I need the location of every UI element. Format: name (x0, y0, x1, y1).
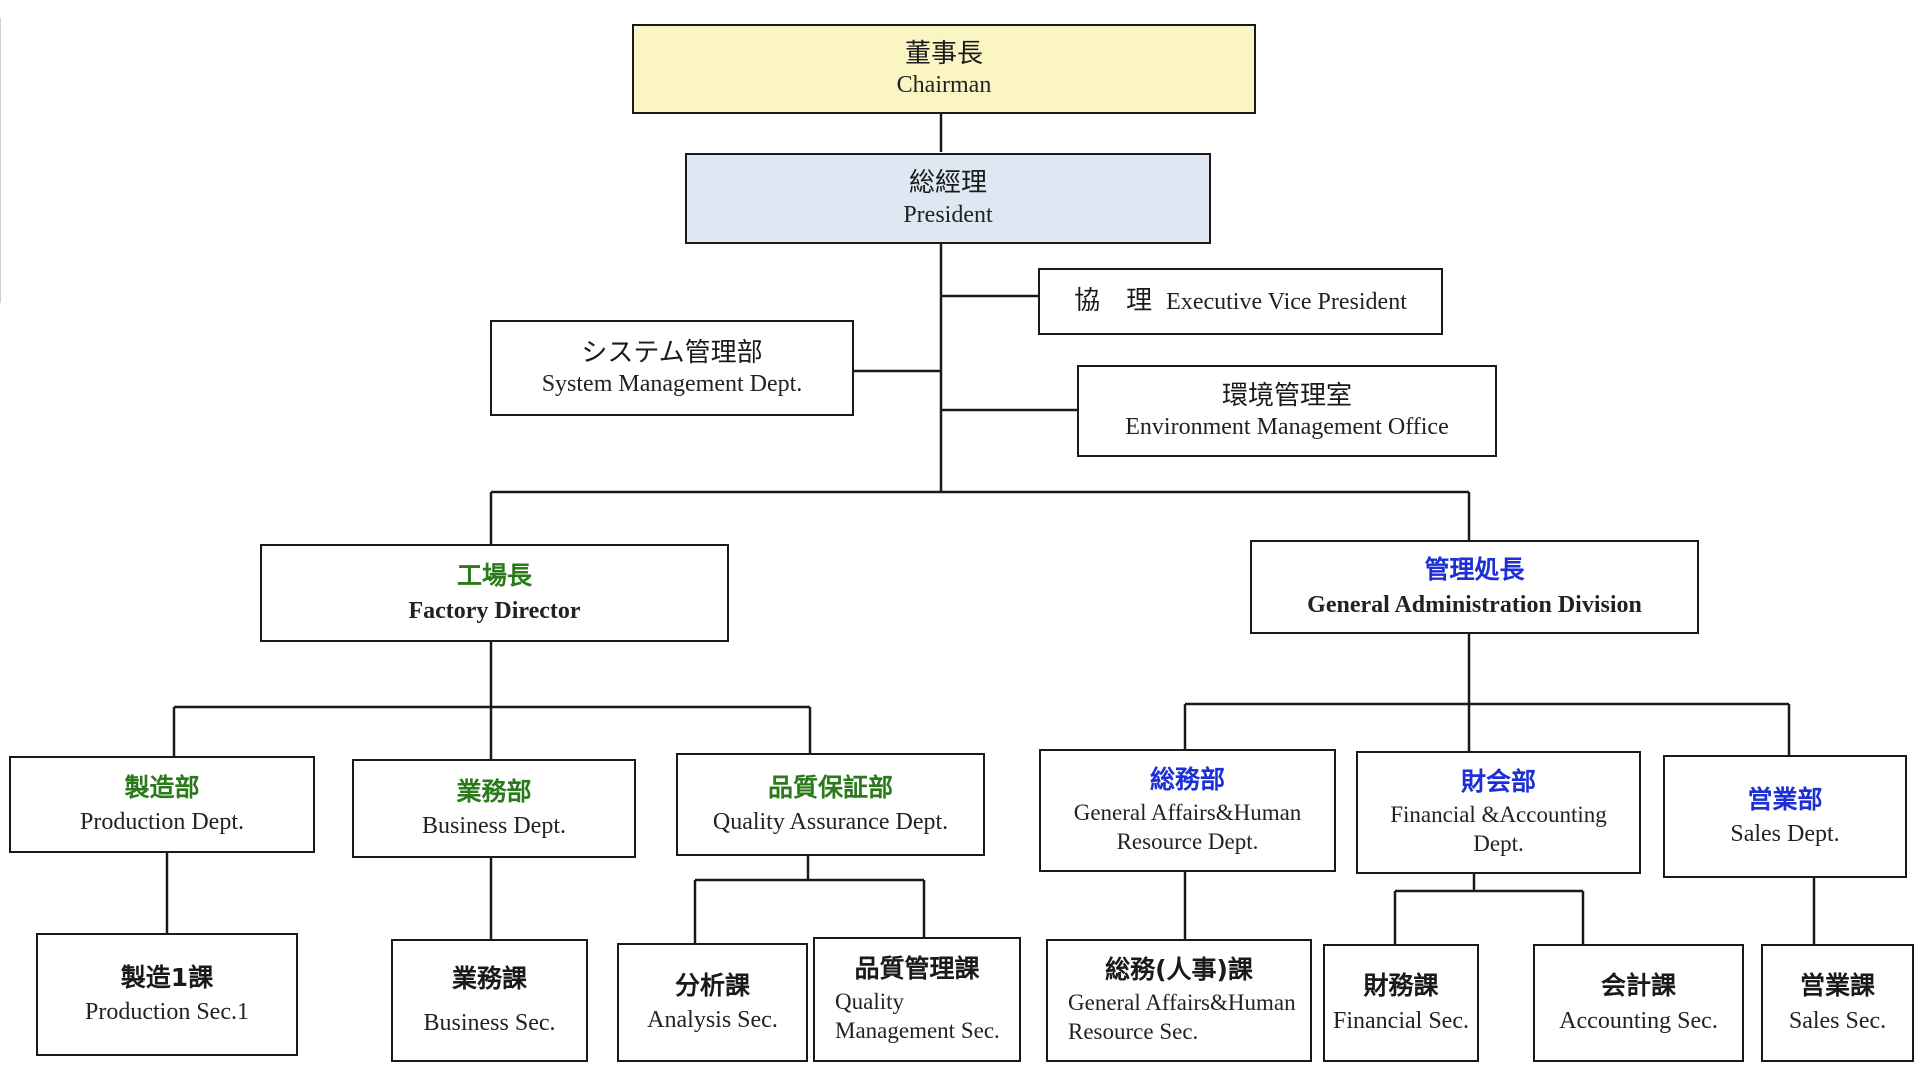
ga-dept-en1: General Affairs&Human (1073, 800, 1302, 826)
business-sec-en: Business Sec. (423, 1010, 556, 1037)
factory-director-jp: 工場長 (456, 561, 532, 591)
qa-dept-jp: 品質保証部 (767, 772, 893, 802)
ga-dept-en2: Resource Dept. (1116, 829, 1259, 855)
factory-director-en: Factory Director (408, 597, 581, 624)
ga-dept-box: 総務部 General Affairs&Human Resource Dept. (1039, 749, 1336, 872)
accounting-sec-en: Accounting Sec. (1559, 1007, 1718, 1034)
ga-sec-jp: 総務(人事)課 (1105, 955, 1253, 985)
fa-dept-en1: Financial &Accounting (1390, 802, 1607, 828)
env-office-jp: 環境管理室 (1221, 380, 1352, 411)
accounting-sec-jp: 会計課 (1600, 971, 1676, 1001)
financial-sec-en: Financial Sec. (1333, 1007, 1469, 1034)
evp-jp: 協 理 (1074, 286, 1153, 317)
sales-sec-box: 営業課 Sales Sec. (1761, 944, 1914, 1062)
production-dept-jp: 製造部 (124, 772, 200, 802)
general-admin-jp: 管理処長 (1424, 555, 1525, 585)
qa-dept-en: Quality Assurance Dept. (712, 809, 949, 836)
president-box: 総經理 President (685, 153, 1211, 244)
business-dept-en: Business Dept. (422, 813, 566, 840)
general-admin-en: General Administration Division (1307, 591, 1642, 618)
president-en: President (903, 201, 993, 228)
sales-sec-jp: 営業課 (1799, 971, 1875, 1001)
fa-dept-box: 財会部 Financial &Accounting Dept. (1356, 751, 1641, 874)
qm-sec-en1: Quality (835, 989, 904, 1015)
sales-dept-en: Sales Dept. (1730, 821, 1840, 848)
production-sec-box: 製造1課 Production Sec.1 (36, 933, 298, 1056)
ga-sec-en1: General Affairs&Human (1068, 990, 1296, 1016)
general-admin-box: 管理処長 General Administration Division (1250, 540, 1699, 634)
fa-dept-jp: 財会部 (1460, 767, 1536, 797)
env-office-box: 環境管理室 Environment Management Office (1077, 365, 1497, 457)
accounting-sec-box: 会計課 Accounting Sec. (1533, 944, 1744, 1062)
evp-box: 協 理 Executive Vice President (1038, 268, 1443, 335)
evp-en: Executive Vice President (1166, 288, 1407, 315)
analysis-sec-en: Analysis Sec. (647, 1007, 778, 1034)
financial-sec-box: 財務課 Financial Sec. (1323, 944, 1479, 1062)
chairman-en: Chairman (896, 72, 992, 99)
ga-sec-box: 総務(人事)課 General Affairs&Human Resource S… (1046, 939, 1312, 1062)
ga-sec-en2: Resource Sec. (1068, 1019, 1199, 1045)
left-edge-mark (0, 18, 1, 303)
ga-dept-jp: 総務部 (1149, 765, 1225, 795)
business-sec-jp: 業務課 (451, 963, 527, 993)
analysis-sec-box: 分析課 Analysis Sec. (617, 943, 808, 1062)
business-dept-jp: 業務部 (456, 776, 532, 806)
qa-dept-box: 品質保証部 Quality Assurance Dept. (676, 753, 985, 856)
sales-dept-jp: 営業部 (1747, 784, 1823, 814)
system-mgmt-box: システム管理部 System Management Dept. (490, 320, 854, 416)
env-office-en: Environment Management Office (1125, 414, 1449, 441)
production-sec-jp: 製造1課 (120, 962, 214, 992)
qm-sec-jp: 品質管理課 (854, 954, 980, 984)
business-sec-box: 業務課 Business Sec. (391, 939, 588, 1062)
chairman-jp: 董事長 (904, 38, 983, 69)
production-sec-en: Production Sec.1 (85, 999, 249, 1026)
fa-dept-en2: Dept. (1473, 831, 1524, 857)
analysis-sec-jp: 分析課 (674, 970, 750, 1000)
qm-sec-en2: Management Sec. (835, 1018, 1000, 1044)
system-mgmt-en: System Management Dept. (541, 371, 803, 398)
chairman-box: 董事長 Chairman (632, 24, 1256, 114)
production-dept-en: Production Dept. (80, 809, 244, 836)
system-mgmt-jp: システム管理部 (581, 337, 763, 368)
qm-sec-box: 品質管理課 Quality Management Sec. (813, 937, 1021, 1062)
president-jp: 総經理 (908, 168, 987, 199)
sales-sec-en: Sales Sec. (1788, 1007, 1887, 1034)
factory-director-box: 工場長 Factory Director (260, 544, 729, 642)
business-dept-box: 業務部 Business Dept. (352, 759, 636, 858)
financial-sec-jp: 財務課 (1363, 971, 1439, 1001)
production-dept-box: 製造部 Production Dept. (9, 756, 315, 853)
sales-dept-box: 営業部 Sales Dept. (1663, 755, 1907, 878)
